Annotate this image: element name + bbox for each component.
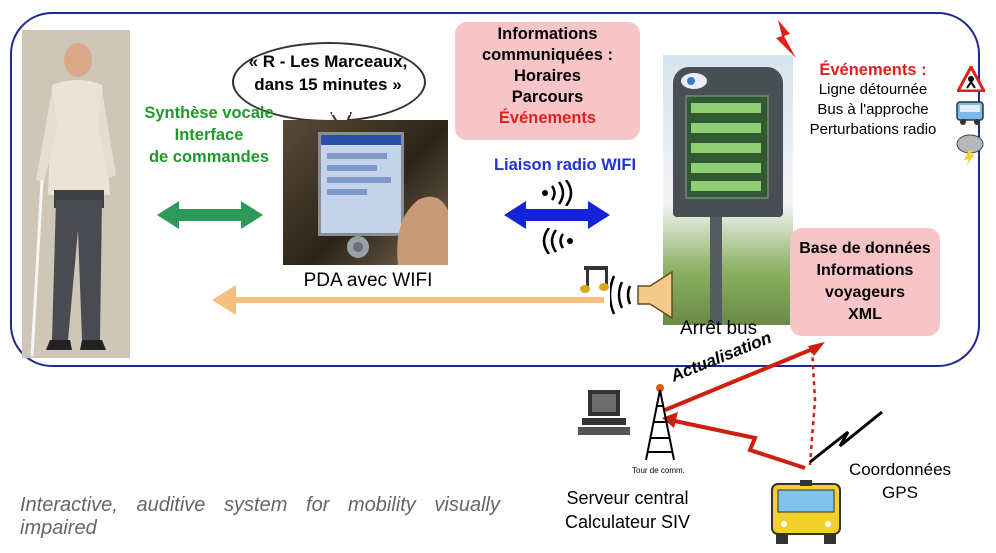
database-box: Base de données Informations voyageurs X…	[790, 228, 940, 336]
wifi-signal-out-icon	[542, 180, 573, 206]
system-boundary-frame	[10, 12, 980, 367]
blue-double-arrow	[504, 201, 610, 229]
info-item-schedules: Horaires	[514, 67, 581, 85]
server-label-line: Serveur central	[566, 488, 689, 508]
database-line: Base de données	[799, 240, 931, 257]
events-list: Événements : Ligne détournée Bus à l'app…	[788, 60, 958, 140]
server-computer-icon	[578, 390, 630, 435]
event-bus-approaching: Bus à l'approche	[817, 101, 929, 118]
info-title-line: communiquées :	[481, 46, 614, 64]
roadwork-sign-icon	[957, 66, 985, 92]
server-label: Serveur central Calculateur SIV	[545, 486, 710, 534]
events-title: Événements :	[819, 61, 927, 79]
voice-interface-labels: Synthèse vocale Interface de commandes	[124, 102, 294, 168]
speaker-icon	[610, 270, 673, 320]
gps-label-line: Coordonnées	[848, 460, 952, 479]
info-item-events: Événements	[498, 109, 597, 127]
speech-bubble-line: dans 15 minutes »	[254, 75, 402, 94]
pda-screen	[318, 132, 404, 236]
pda-photo	[283, 120, 448, 265]
pedestrian-photo	[22, 30, 130, 358]
green-double-arrow	[157, 201, 263, 229]
database-line: Informations	[816, 262, 914, 279]
wifi-link-label: Liaison radio WIFI	[493, 156, 637, 174]
update-link-diagram	[662, 342, 883, 470]
communicated-info-box: Informations communiquées : Horaires Par…	[455, 22, 640, 140]
speech-bubble-text: « R - Les Marceaux, dans 15 minutes »	[236, 50, 420, 96]
audio-output-arrow	[212, 285, 604, 315]
storm-cloud-icon	[956, 134, 984, 166]
bus-stop-photo	[663, 55, 793, 325]
commands-label: de commandes	[148, 148, 270, 166]
communication-tower-icon	[645, 384, 675, 461]
database-line: voyageurs	[824, 284, 906, 301]
bus-icon	[956, 101, 984, 125]
gps-label-line: GPS	[882, 483, 918, 502]
info-item-routes: Parcours	[511, 88, 584, 106]
speech-bubble-line: « R - Les Marceaux,	[248, 52, 408, 71]
wifi-signal-in-icon	[542, 228, 573, 254]
lightning-icon	[776, 20, 796, 58]
pda-label: PDA avec WIFI	[303, 270, 433, 291]
event-detour: Ligne détournée	[818, 81, 928, 98]
music-note-icon	[580, 266, 609, 293]
figure-caption: Interactive, auditive system for mobilit…	[20, 494, 500, 539]
bus-stop-label: Arrêt bus	[680, 318, 758, 339]
speech-bubble	[232, 42, 426, 122]
server-label-line: Calculateur SIV	[564, 512, 691, 532]
tower-label: Tour de comm.	[632, 466, 685, 475]
database-line: XML	[848, 306, 882, 323]
info-title-line: Informations	[497, 25, 598, 43]
interface-label: Interface	[174, 126, 244, 144]
gps-label: Coordonnées GPS	[840, 458, 960, 504]
bus-stop-display	[673, 67, 783, 217]
event-radio-disruption: Perturbations radio	[809, 121, 937, 138]
bus-vehicle-icon	[771, 480, 841, 544]
voice-synthesis-label: Synthèse vocale	[144, 104, 274, 122]
